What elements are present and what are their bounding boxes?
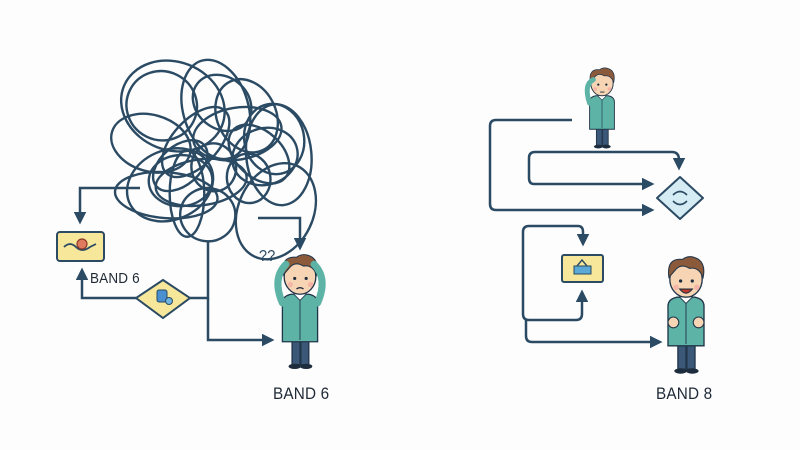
tangle-loop <box>110 112 192 174</box>
tangle-loop <box>113 170 219 220</box>
happy-person <box>667 256 705 375</box>
tangle-loop <box>168 149 206 238</box>
tangle-loop <box>214 78 280 154</box>
question-marks: ?? <box>259 248 276 265</box>
tangle-loop <box>119 59 226 153</box>
left-connectors <box>73 186 307 347</box>
tangle-loop <box>242 102 306 176</box>
line-tangle-down <box>190 242 210 300</box>
tangle-loop <box>125 147 215 223</box>
arrow-tangle-to-box <box>73 186 140 225</box>
right-connectors <box>488 118 686 349</box>
tangle-loop <box>154 157 248 208</box>
refresh-diamond-icon <box>656 176 704 220</box>
thinking-person <box>584 67 615 149</box>
tangle-loop <box>125 69 199 142</box>
tangled-lines <box>110 58 318 261</box>
tangle-loop <box>180 58 252 161</box>
arrow-to-person <box>206 298 275 347</box>
decision-diamond-icon <box>134 278 192 320</box>
tangle-loop <box>234 161 318 261</box>
warning-card-icon <box>56 231 105 262</box>
tangle-loop <box>244 103 313 207</box>
tangle-loop <box>191 73 253 133</box>
gift-card-icon <box>561 254 604 283</box>
left-person-band-label: BAND 6 <box>273 384 330 403</box>
box-band-label: BAND 6 <box>90 270 140 287</box>
arrow-diamond-to-box <box>75 267 136 300</box>
right-person-band-label: BAND 8 <box>656 384 713 403</box>
confused-person <box>274 253 326 370</box>
arrow-tangle-to-person <box>258 216 307 251</box>
